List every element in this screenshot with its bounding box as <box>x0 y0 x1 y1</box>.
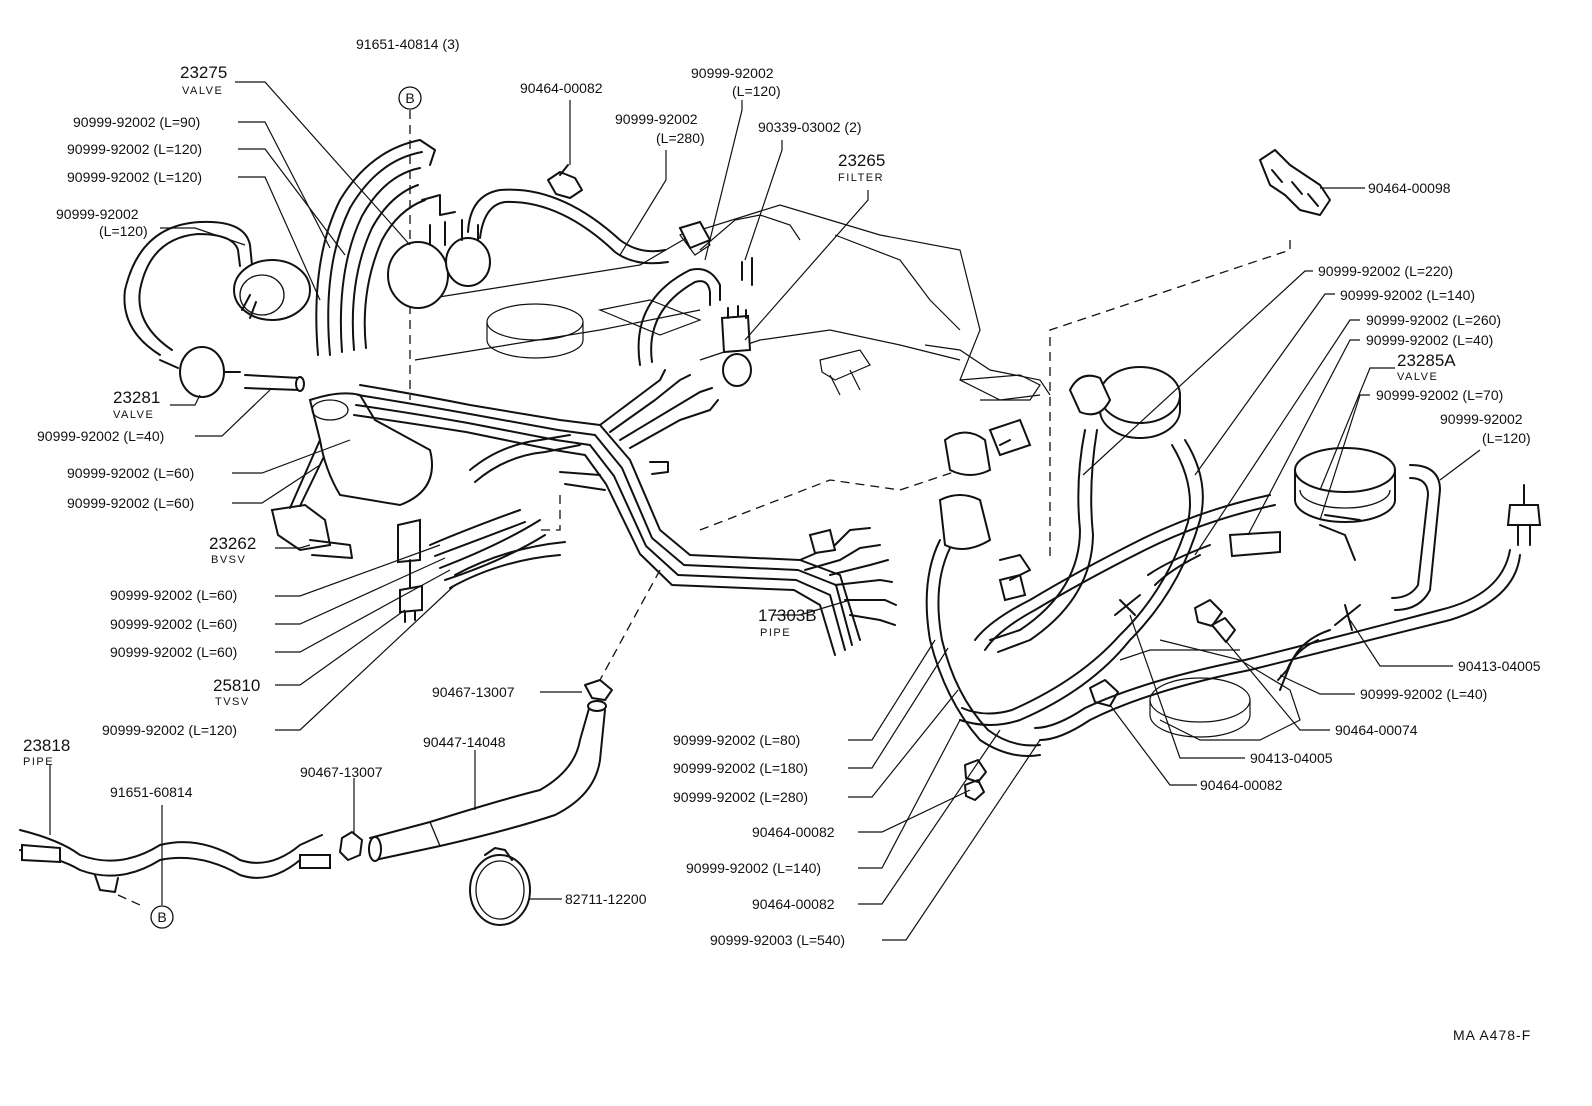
label-90464-00082-r: 90464-00082 <box>1200 777 1283 793</box>
label-90413-a: 90413-04005 <box>1458 658 1541 674</box>
label-90999-l120c: 90999-92002 <box>56 206 139 222</box>
label-90464-00082-m2: 90464-00082 <box>752 896 835 912</box>
label-91651-60814: 91651-60814 <box>110 784 193 800</box>
pipe-bundle <box>353 369 897 656</box>
label-90999-l120d: 90999-92002 (L=120) <box>102 722 237 738</box>
label-90999-l260: 90999-92002 (L=260) <box>1366 312 1501 328</box>
label-90999-l40b: 90999-92002 (L=40) <box>1360 686 1487 702</box>
label-90413-b: 90413-04005 <box>1250 750 1333 766</box>
label-82711: 82711-12200 <box>565 891 647 907</box>
left-hose-cluster <box>123 139 669 623</box>
connector-b-top: B <box>398 86 422 110</box>
label-90464-00082-top: 90464-00082 <box>520 80 603 96</box>
label-90464-00098: 90464-00098 <box>1368 180 1451 196</box>
label-23818: 23818 <box>23 736 70 755</box>
label-90999-l40a: 90999-92002 (L=40) <box>1366 332 1493 348</box>
engine-outline <box>414 204 1301 741</box>
label-90999-l120e-len: (L=120) <box>1482 430 1531 446</box>
label-23275-sub: VALVE <box>182 85 223 97</box>
label-90999-l280: 90999-92002 (L=280) <box>673 789 808 805</box>
label-23285a: 23285A <box>1397 351 1456 370</box>
label-90999-92003: 90999-92003 (L=540) <box>710 932 845 948</box>
label-90999-l140a: 90999-92002 (L=140) <box>1340 287 1475 303</box>
connector-b-bottom: B <box>150 905 174 929</box>
label-90999-l120a: 90999-92002 (L=120) <box>67 141 202 157</box>
label-90999-l60b: 90999-92002 (L=60) <box>67 495 194 511</box>
label-23265: 23265 <box>838 151 885 170</box>
label-17303b-sub: PIPE <box>760 627 791 639</box>
label-90467-top: 90467-13007 <box>432 684 515 700</box>
leader-lines <box>49 81 1481 941</box>
label-90467-low: 90467-13007 <box>300 764 383 780</box>
dashed-leaders <box>117 110 1291 906</box>
filter-area <box>637 220 753 387</box>
label-90464-00074: 90464-00074 <box>1335 722 1418 738</box>
label-90464-00082-m1: 90464-00082 <box>752 824 835 840</box>
label-90999-l80: 90999-92002 (L=80) <box>673 732 800 748</box>
label-23281-sub: VALVE <box>113 409 154 421</box>
reference-code: MA A478-F <box>1453 1027 1531 1043</box>
label-90999-l60a: 90999-92002 (L=60) <box>67 465 194 481</box>
label-23281: 23281 <box>113 388 160 407</box>
label-90999-l120c-len: (L=120) <box>99 223 148 239</box>
label-90999-l140b: 90999-92002 (L=140) <box>686 860 821 876</box>
label-90999-l70: 90999-92002 (L=70) <box>1376 387 1503 403</box>
label-25810-sub: TVSV <box>215 696 250 708</box>
part-labels: 91651-40814 (3) 23275 VALVE 90464-00082 … <box>23 36 1541 1043</box>
label-23262-sub: BVSV <box>211 554 246 566</box>
label-90999-l220: 90999-92002 (L=220) <box>1318 263 1453 279</box>
label-90999-top-a-len: (L=120) <box>732 83 781 99</box>
hose-90447 <box>339 679 613 926</box>
label-90999-top-b-len: (L=280) <box>656 130 705 146</box>
label-91651-40814: 91651-40814 (3) <box>356 36 460 52</box>
label-90999-l60d: 90999-92002 (L=60) <box>110 616 237 632</box>
label-90999-l120e: 90999-92002 <box>1440 411 1523 427</box>
label-90447: 90447-14048 <box>423 734 506 750</box>
label-90999-l90: 90999-92002 (L=90) <box>73 114 200 130</box>
label-90339: 90339-03002 (2) <box>758 119 862 135</box>
label-17303b: 17303B <box>758 606 817 625</box>
label-23285a-sub: VALVE <box>1397 371 1438 383</box>
label-90999-l120b: 90999-92002 (L=120) <box>67 169 202 185</box>
label-23275: 23275 <box>180 63 227 82</box>
connector-b-bottom-label: B <box>157 909 166 925</box>
label-25810: 25810 <box>213 676 260 695</box>
pipe-23818 <box>19 829 331 893</box>
right-hose-cluster <box>925 149 1542 801</box>
label-90999-l60e: 90999-92002 (L=60) <box>110 644 237 660</box>
label-90999-l40-left: 90999-92002 (L=40) <box>37 428 164 444</box>
label-90999-l60c: 90999-92002 (L=60) <box>110 587 237 603</box>
label-90999-top-b: 90999-92002 <box>615 111 698 127</box>
connector-b-top-label: B <box>405 90 414 106</box>
label-90999-l180: 90999-92002 (L=180) <box>673 760 808 776</box>
label-23265-sub: FILTER <box>838 172 884 184</box>
label-23818-sub: PIPE <box>23 756 54 768</box>
label-90999-top-a: 90999-92002 <box>691 65 774 81</box>
label-23262: 23262 <box>209 534 256 553</box>
